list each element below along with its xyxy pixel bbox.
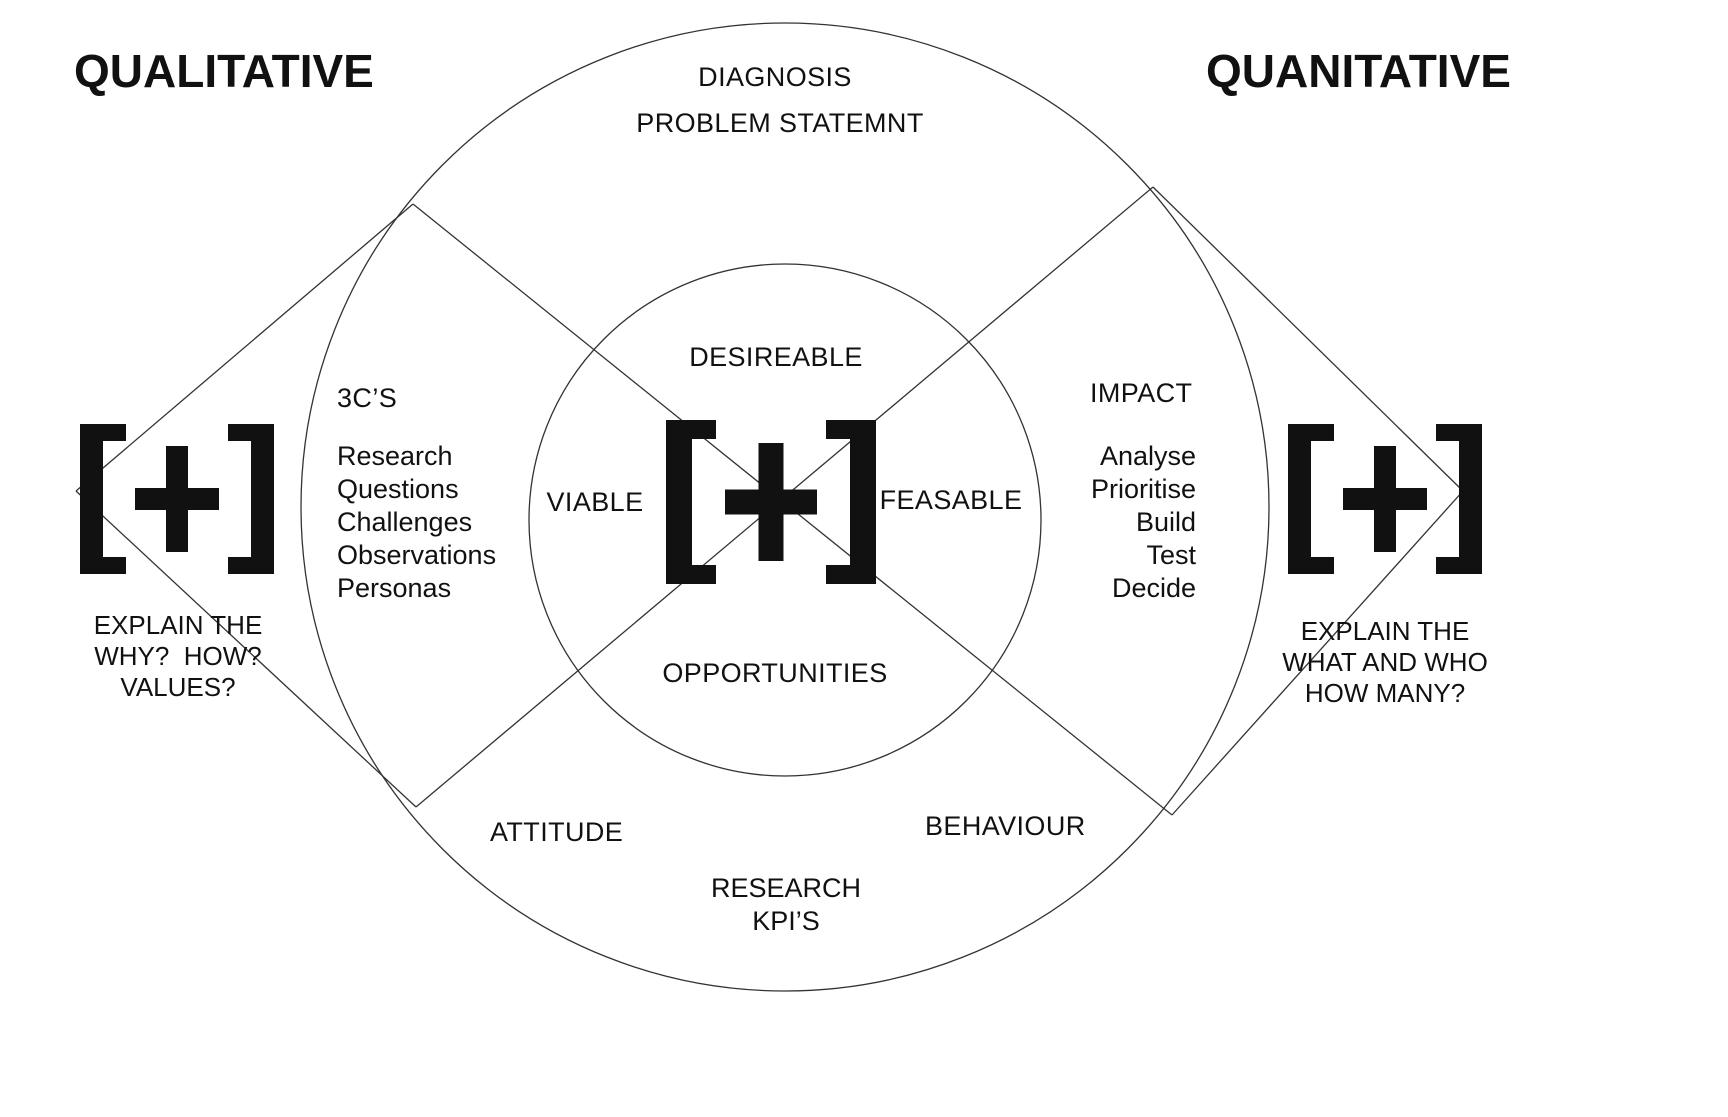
attitude-label: ATTITUDE <box>490 817 624 847</box>
qualitative-heading: QUALITATIVE <box>74 45 374 97</box>
behaviour-label: BEHAVIOUR <box>925 811 1086 841</box>
caption-line: HOW MANY? <box>1304 678 1466 708</box>
list-item: Analyse <box>1099 441 1196 471</box>
diagnosis-label: DIAGNOSIS <box>698 62 852 92</box>
research-kpis-label: RESEARCH KPI’S <box>711 872 861 938</box>
list-item: Prioritise <box>1090 474 1196 504</box>
left-bracket-shape <box>666 420 716 584</box>
qualitative-caption: EXPLAIN THE WHY? HOW? VALUES? <box>58 610 298 703</box>
feasible-label: FEASABLE <box>879 485 1023 515</box>
plus-shape <box>1341 440 1429 558</box>
left-plus-bracket-icon <box>80 424 274 574</box>
caption-line: EXPLAIN THE <box>93 610 263 640</box>
list-item: Questions <box>337 474 459 504</box>
left-bracket-shape <box>80 424 126 574</box>
quantitative-heading: QUANITATIVE <box>1206 45 1511 97</box>
quantitative-caption: EXPLAIN THE WHAT AND WHO HOW MANY? <box>1264 616 1506 709</box>
right-bracket-shape <box>1436 424 1482 574</box>
right-bracket-shape <box>826 420 876 584</box>
outer-circle <box>300 22 1270 992</box>
kpis-line: KPI’S <box>752 906 820 936</box>
caption-line: WHAT AND WHO <box>1282 647 1488 677</box>
list-item: Personas <box>337 573 452 603</box>
list-item: Observations <box>337 540 497 570</box>
list-item: Challenges <box>337 507 473 537</box>
plus-shape <box>723 437 819 567</box>
right-bracket-shape <box>228 424 274 574</box>
list-item: Decide <box>1111 573 1196 603</box>
research-line: RESEARCH <box>710 873 862 903</box>
list-item: Research <box>337 441 453 471</box>
problem-statement-label: PROBLEM STATEMNT <box>636 108 924 138</box>
right-plus-bracket-icon <box>1288 424 1482 574</box>
impact-title: IMPACT <box>1090 378 1193 408</box>
caption-line: WHY? HOW? <box>94 641 262 671</box>
opportunities-label: OPPORTUNITIES <box>662 658 888 688</box>
right-quadrant-list: Analyse Prioritise Build Test Decide <box>1020 440 1196 605</box>
center-plus-bracket-icon <box>666 420 876 584</box>
viable-label: VIABLE <box>546 487 644 517</box>
plus-shape <box>133 440 221 558</box>
caption-line: EXPLAIN THE <box>1300 616 1470 646</box>
three-cs-title: 3C’S <box>337 383 398 413</box>
inner-circle <box>528 263 1042 777</box>
caption-line: VALUES? <box>120 672 236 702</box>
list-item: Test <box>1146 540 1196 570</box>
left-bracket-shape <box>1288 424 1334 574</box>
left-quadrant-list: Research Questions Challenges Observatio… <box>337 440 496 605</box>
desirable-label: DESIREABLE <box>689 342 863 372</box>
list-item: Build <box>1135 507 1196 537</box>
